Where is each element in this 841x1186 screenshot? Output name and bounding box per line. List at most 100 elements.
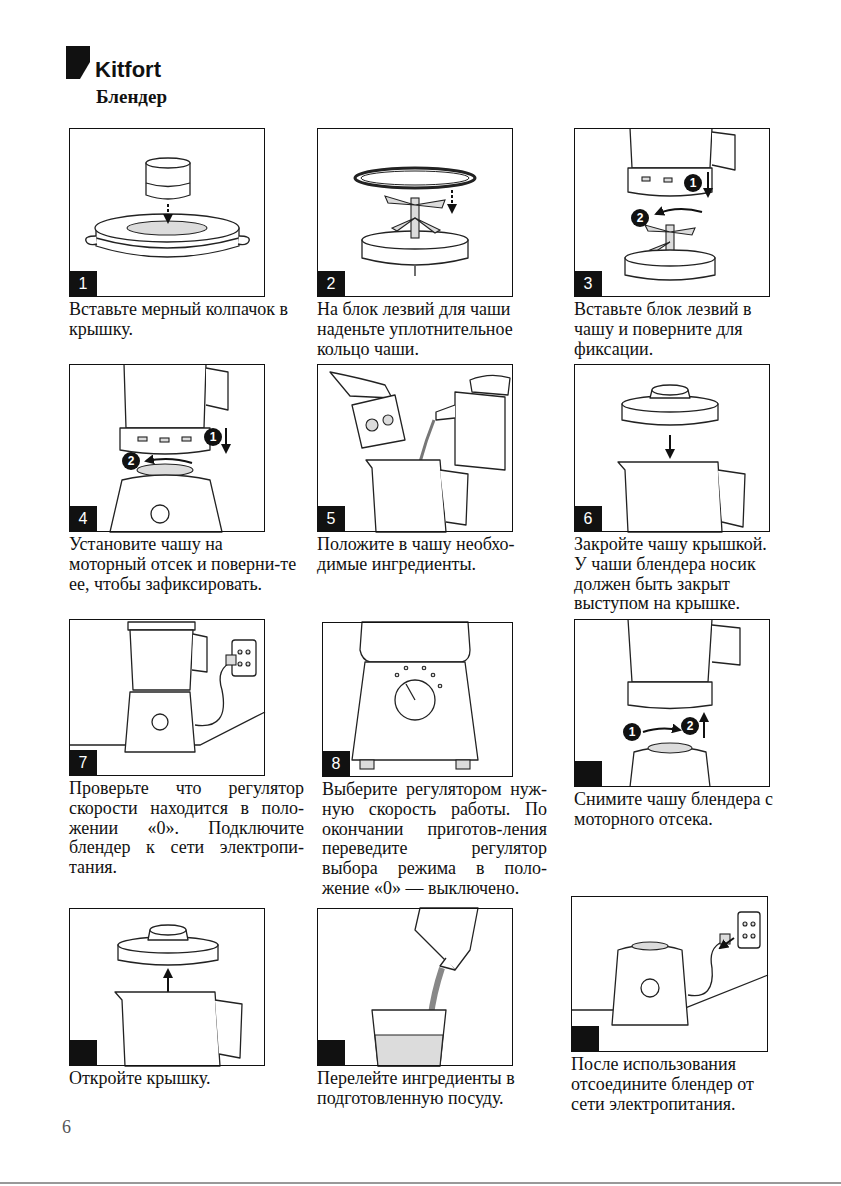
plug-in-illustration-part bbox=[238, 650, 242, 654]
pouring-illustration-part bbox=[375, 1035, 443, 1066]
step-caption: Закройте чашу крышкой. У чаши блендера н… bbox=[574, 535, 779, 614]
unplug-illustration-part bbox=[743, 934, 747, 938]
footer-rule bbox=[0, 1183, 841, 1184]
speed-knob-illustration bbox=[352, 622, 478, 769]
blade-unit-into-jar-illustration-part bbox=[625, 250, 715, 266]
closing-lid-illustration-part bbox=[650, 386, 690, 398]
step-panel: 2На блок лезвий для чаши наденьте уплотн… bbox=[317, 128, 513, 297]
step-badge: 6 bbox=[574, 506, 602, 532]
step-badge: 8 bbox=[322, 751, 350, 777]
lid-and-cup-illustration-part bbox=[146, 158, 190, 168]
step-badge bbox=[69, 1040, 97, 1066]
jar-on-motor-illustration-part bbox=[206, 368, 228, 410]
open-lid-illustration-part bbox=[215, 1000, 242, 1058]
plug-in-illustration-part bbox=[226, 655, 236, 665]
blade-unit-into-jar-illustration-part bbox=[628, 168, 712, 196]
step-badge bbox=[574, 761, 602, 787]
blade-unit-ring-illustration-part bbox=[385, 196, 415, 205]
step-panel: 4Установите чашу на моторный отсек и пов… bbox=[69, 364, 265, 532]
speed-knob-illustration-part bbox=[360, 760, 374, 769]
step-panel: 1Вставьте мерный колпачок в крышку. bbox=[69, 128, 265, 297]
adding-ingredients-illustration-part bbox=[366, 460, 446, 532]
unplug-illustration-part bbox=[632, 942, 668, 950]
callout-number: 1 bbox=[684, 174, 702, 192]
plug-in-illustration-part bbox=[238, 662, 242, 666]
lid-and-cup-illustration bbox=[86, 158, 250, 257]
lid-and-cup-illustration-part bbox=[167, 204, 169, 222]
callout-number: 2 bbox=[681, 717, 699, 735]
lid-and-cup-illustration-part bbox=[95, 214, 239, 242]
brand-logo-mark-part bbox=[66, 46, 90, 79]
adding-ingredients-illustration-part bbox=[352, 395, 405, 448]
page-title: Блендер bbox=[96, 86, 167, 108]
step-caption: Откройте крышку. bbox=[69, 1069, 304, 1089]
speed-knob-illustration-part bbox=[360, 622, 470, 662]
speed-knob-illustration-part bbox=[406, 684, 415, 700]
jar-on-motor-illustration-part bbox=[146, 459, 192, 463]
unplug-illustration-part bbox=[738, 912, 760, 948]
step-panel: 8Выберите регулятором нуж-ную скорость р… bbox=[322, 622, 513, 777]
remove-jar-illustration-part bbox=[703, 714, 705, 738]
unplug-illustration-part bbox=[751, 934, 755, 938]
pouring-illustration-part bbox=[415, 908, 478, 970]
open-lid-illustration-part bbox=[148, 926, 188, 940]
lid-and-cup-illustration-part bbox=[127, 221, 207, 235]
step-panel: Снимите чашу блендера с моторного отсека… bbox=[574, 619, 770, 787]
page-number: 6 bbox=[62, 1117, 71, 1138]
callout-number: 2 bbox=[122, 452, 140, 470]
plug-in-illustration-part bbox=[246, 662, 250, 666]
step-panel: Перелейте ингредиенты в подготовленную п… bbox=[317, 908, 513, 1066]
adding-ingredients-illustration bbox=[330, 372, 510, 532]
step-caption: Снимите чашу блендера с моторного отсека… bbox=[574, 790, 779, 830]
blade-unit-into-jar-illustration-part bbox=[630, 128, 712, 168]
adding-ingredients-illustration-part bbox=[440, 470, 468, 525]
step-caption: Положите в чашу необхо-димые ингредиенты… bbox=[317, 535, 547, 575]
jar-on-motor-illustration-part bbox=[151, 505, 169, 523]
unplug-illustration-part bbox=[720, 938, 734, 948]
speed-knob-illustration-part bbox=[395, 680, 435, 720]
speed-knob-illustration-part bbox=[422, 666, 426, 670]
remove-jar-illustration-part bbox=[712, 625, 740, 665]
adding-ingredients-illustration-part bbox=[420, 420, 434, 462]
blade-unit-into-jar-illustration-part bbox=[670, 228, 695, 235]
jar-on-motor-illustration-part bbox=[124, 364, 206, 428]
step-panel: 6Закройте чашу крышкой. У чаши блендера … bbox=[574, 364, 770, 532]
blade-unit-ring-illustration bbox=[355, 168, 475, 276]
jar-on-motor-illustration-part bbox=[225, 428, 227, 452]
open-lid-illustration-part bbox=[150, 925, 186, 935]
step-caption: Выберите регулятором нуж-ную скорость ра… bbox=[322, 780, 547, 899]
step-badge: 7 bbox=[69, 750, 97, 776]
callout-number: 1 bbox=[204, 428, 222, 446]
step-badge: 3 bbox=[574, 271, 602, 297]
step-caption: На блок лезвий для чаши наденьте уплотни… bbox=[317, 300, 547, 359]
plug-in-illustration-part bbox=[246, 650, 250, 654]
step-caption: Вставьте блок лезвий в чашу и поверните … bbox=[574, 300, 779, 359]
step-caption: Проверьте что регулятор скорости находит… bbox=[69, 779, 304, 878]
plug-in-illustration-part bbox=[195, 661, 234, 726]
blade-unit-ring-illustration-part bbox=[451, 190, 453, 212]
plug-in-illustration-part bbox=[192, 634, 207, 672]
remove-jar-illustration-part bbox=[643, 728, 680, 732]
footer-rule-part bbox=[0, 1183, 841, 1184]
step-badge bbox=[317, 1040, 345, 1066]
step-badge: 5 bbox=[317, 506, 345, 532]
blade-unit-into-jar-illustration bbox=[625, 128, 735, 280]
blade-unit-into-jar-illustration-part bbox=[712, 132, 735, 170]
blade-unit-ring-illustration-part bbox=[355, 168, 475, 188]
adding-ingredients-illustration-part bbox=[455, 392, 505, 470]
brand-name: Kitfort bbox=[95, 57, 161, 83]
jar-on-motor-illustration bbox=[110, 364, 228, 532]
closing-lid-illustration-part bbox=[718, 470, 745, 527]
step-caption: Вставьте мерный колпачок в крышку. bbox=[69, 300, 304, 340]
plug-in-illustration-part bbox=[128, 622, 195, 630]
lid-and-cup-illustration-part bbox=[238, 236, 249, 245]
step-panel: Откройте крышку. bbox=[69, 908, 265, 1066]
unplug-illustration-part bbox=[688, 942, 722, 996]
closing-lid-illustration-part bbox=[652, 385, 688, 395]
step-caption: Установите чашу на моторный отсек и пове… bbox=[69, 535, 304, 594]
remove-jar-illustration bbox=[628, 619, 740, 787]
open-lid-illustration-part bbox=[167, 970, 169, 992]
blade-unit-ring-illustration-part bbox=[361, 171, 469, 185]
plug-in-illustration bbox=[69, 622, 265, 752]
